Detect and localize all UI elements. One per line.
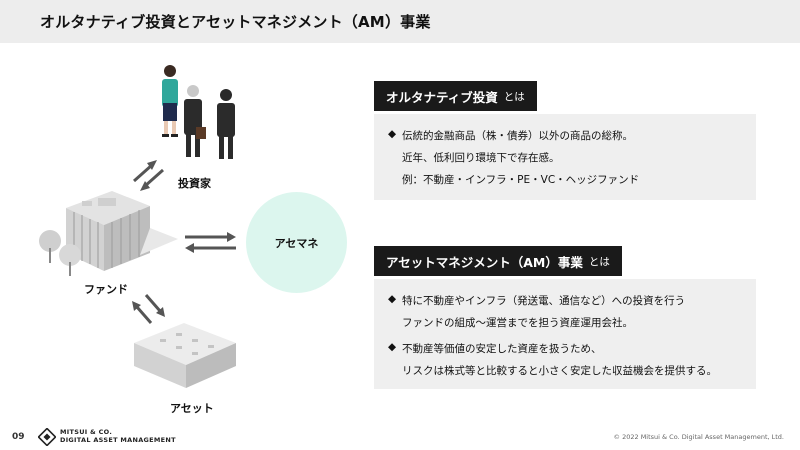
section2-heading-text: アセットマネジメント（AM）事業 [386, 254, 583, 270]
fund-acemane-arrows [185, 232, 236, 253]
header-band [0, 0, 800, 43]
fund-asset-arrows [132, 294, 165, 324]
footer-copyright: © 2022 Mitsui & Co. Digital Asset Manage… [613, 433, 784, 441]
diagram: 投資家 ファンド アセット [0, 43, 370, 423]
section2-bullet1-line1: 特に不動産やインフラ（発送電、通信など）への投資を行う [402, 295, 686, 307]
section1-heading: オルタナティブ投資 とは [374, 81, 537, 111]
diagram-graphics [39, 65, 236, 388]
page-number: 09 [12, 432, 25, 442]
section1-heading-suffix: とは [503, 90, 525, 103]
section2-heading-suffix: とは [588, 255, 610, 268]
section2-bullet2-line2: リスクは株式等と比較すると小さく安定した収益機会を提供する。 [402, 365, 717, 377]
footer-brand: MITSUI & CO. DIGITAL ASSET MANAGEMENT [60, 428, 176, 444]
asset-building-icon [134, 323, 236, 388]
section2-bullet1-line2: ファンドの組成～運営までを担う資産運用会社。 [402, 317, 633, 329]
section1-line-1: 伝統的金融商品（株・債券）以外の商品の総称。 [402, 130, 633, 142]
brand-logo-icon [38, 428, 56, 446]
section1-line-3: 例：不動産・インフラ・PE・VC・ヘッジファンド [402, 174, 640, 186]
section2-panel: ◆ 特に不動産やインフラ（発送電、通信など）への投資を行う ファンドの組成～運営… [374, 279, 756, 389]
slide-title: オルタナティブ投資とアセットマネジメント（AM）事業 [40, 13, 431, 31]
investor-fund-arrows [133, 160, 164, 191]
asset-label: アセット [170, 402, 214, 415]
section1-bullet-icon: ◆ [388, 128, 397, 140]
section2-bullet2-line1: 不動産等価値の安定した資産を扱うため、 [402, 343, 602, 355]
section1-line-2: 近年、低利回り環境下で存在感。 [402, 152, 560, 164]
acemane-label: アセマネ [274, 236, 319, 250]
footer-brand-line1: MITSUI & CO. [60, 428, 113, 436]
section1-heading-text: オルタナティブ投資 [386, 89, 498, 105]
section2-bullet-icon-1: ◆ [388, 293, 397, 305]
fund-building-icon [39, 191, 178, 276]
investors-icon [162, 65, 235, 159]
acemane-circle [246, 192, 347, 293]
investors-label: 投資家 [178, 177, 211, 190]
section2-heading: アセットマネジメント（AM）事業 とは [374, 246, 622, 276]
section2-bullet-icon-2: ◆ [388, 341, 397, 353]
fund-label: ファンド [84, 283, 128, 296]
section1-panel: ◆ 伝統的金融商品（株・債券）以外の商品の総称。 近年、低利回り環境下で存在感。… [374, 114, 756, 200]
footer-brand-line2: DIGITAL ASSET MANAGEMENT [60, 436, 176, 444]
